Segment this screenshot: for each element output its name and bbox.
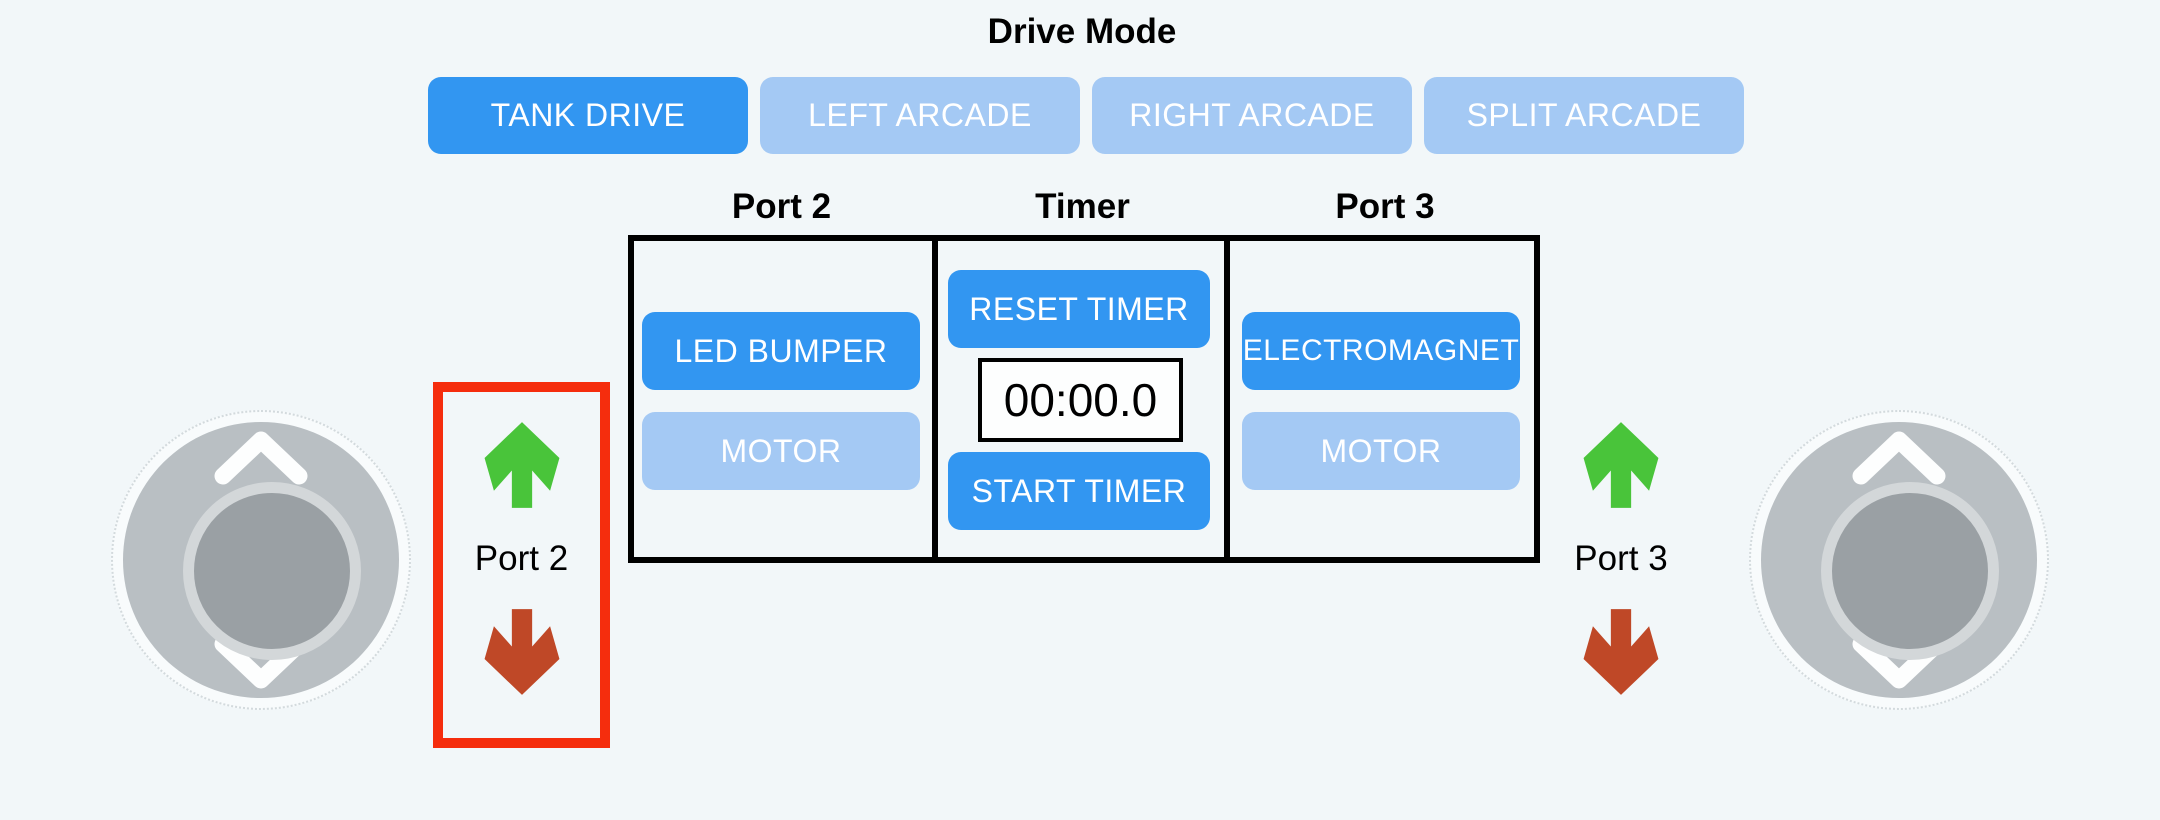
port3-motor-button[interactable]: MOTOR — [1242, 412, 1520, 490]
chevron-up-icon — [1852, 431, 1946, 485]
port3-direction-label: Port 3 — [1574, 539, 1668, 578]
port2-direction-label: Port 2 — [474, 539, 569, 578]
timer-column-header: Timer — [1035, 187, 1130, 226]
drive-mode-button-tank[interactable]: TANK DRIVE — [428, 77, 748, 154]
port2-motor-button[interactable]: MOTOR — [642, 412, 920, 490]
panel-divider-right — [1224, 235, 1230, 563]
chevron-up-icon — [214, 431, 308, 485]
start-timer-button[interactable]: START TIMER — [948, 452, 1210, 530]
right-joystick-knob[interactable] — [1821, 482, 1999, 660]
drive-mode-title: Drive Mode — [987, 12, 1177, 51]
port2-column-header: Port 2 — [731, 187, 832, 226]
left-joystick-knob[interactable] — [183, 482, 361, 660]
drive-mode-button-right-arcade[interactable]: RIGHT ARCADE — [1092, 77, 1412, 154]
port2-highlight-box — [433, 382, 610, 748]
timer-display: 00:00.0 — [978, 358, 1183, 442]
electromagnet-button[interactable]: ELECTROMAGNET — [1242, 312, 1520, 390]
drive-mode-button-split-arcade[interactable]: SPLIT ARCADE — [1424, 77, 1744, 154]
drive-mode-button-left-arcade[interactable]: LEFT ARCADE — [760, 77, 1080, 154]
port3-arrow-down-icon — [1583, 609, 1659, 695]
port3-column-header: Port 3 — [1335, 187, 1435, 226]
port2-arrow-up-icon — [484, 422, 560, 508]
right-joystick[interactable] — [1749, 410, 2049, 710]
left-joystick[interactable] — [111, 410, 411, 710]
port2-arrow-down-icon — [484, 609, 560, 695]
reset-timer-button[interactable]: RESET TIMER — [948, 270, 1210, 348]
port3-arrow-up-icon — [1583, 422, 1659, 508]
led-bumper-button[interactable]: LED BUMPER — [642, 312, 920, 390]
panel-divider-left — [932, 235, 938, 563]
